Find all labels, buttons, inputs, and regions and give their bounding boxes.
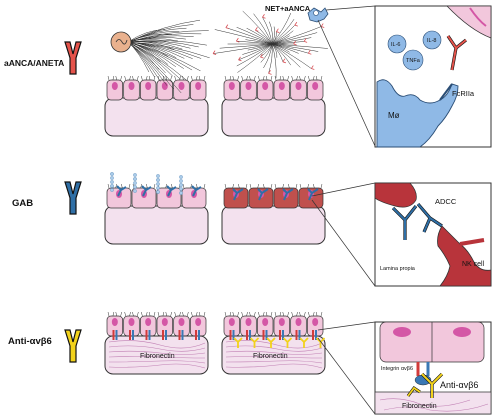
cell-nucleus — [178, 82, 185, 90]
cell-nucleus — [111, 82, 118, 90]
anti-avb6-antibody — [266, 337, 276, 348]
anti-avb6-antibody — [249, 337, 260, 348]
zoom-box-row1 — [374, 5, 492, 148]
receptor-label: FcRIIa — [452, 89, 475, 98]
antibody-icon-blue — [64, 181, 82, 215]
cell-nucleus — [111, 318, 118, 326]
macrophage-small-icon — [307, 7, 329, 23]
fibronectin-right-label: Fibronectin — [253, 353, 288, 360]
cell-nucleus — [295, 82, 302, 90]
macrophage-label: Mø — [388, 111, 400, 120]
row-aanca: NET+aANCA IL-6 IL-8 TNFa Mø FcRIIa — [64, 4, 492, 148]
aanca-aneta-label: aANCA/ANETA — [4, 58, 64, 68]
cell-nucleus — [145, 82, 152, 90]
net-with-aanca — [212, 10, 328, 79]
epithelium-right-row3 — [221, 311, 326, 375]
cell-nucleus — [178, 318, 185, 326]
cell-nucleus — [245, 318, 252, 326]
cell-nucleus — [312, 318, 319, 326]
cell-nucleus — [145, 318, 152, 326]
anti-avb6-row-label: Anti-αvβ6 — [8, 336, 52, 347]
cytokine-il8: IL-8 — [427, 38, 436, 44]
cell-nucleus — [262, 82, 269, 90]
epithelium-right-row2 — [221, 183, 326, 245]
cytokine-il6: IL-6 — [391, 42, 400, 48]
gab-label: GAB — [12, 198, 33, 209]
gab-antibody — [232, 188, 244, 201]
epithelial-cell — [139, 79, 157, 101]
cell-nucleus — [195, 82, 202, 90]
lamina-propia-label: Lamina propia — [380, 266, 416, 272]
anti-avb6-antibody — [299, 337, 309, 348]
cell-nucleus — [245, 82, 252, 90]
row-anti-avb6: Anti-αvβ6 Fibronectin Fibronectin Integr… — [8, 311, 492, 415]
cell-nucleus — [228, 82, 235, 90]
adcc-label: ADCC — [435, 197, 457, 206]
zoom-fibronectin-label: Fibronectin — [402, 403, 437, 410]
neutrophil-icon — [110, 19, 210, 94]
nk-cell-label: NK cell — [462, 261, 485, 268]
row-gab: GAB ADCC Lamina propia NK cell — [12, 172, 492, 287]
gab-antibody — [257, 188, 269, 201]
epithelium-left-row1 — [104, 75, 209, 137]
cell-nucleus — [312, 82, 319, 90]
epithelium-left-row2 — [104, 172, 209, 245]
zoom-box-row2 — [374, 182, 492, 287]
gab-antibody — [191, 185, 202, 197]
gab-antibody — [116, 185, 127, 197]
net-label: NET+aANCA — [265, 4, 311, 13]
cell-nucleus — [128, 82, 135, 90]
zoom-box-row3 — [374, 321, 492, 415]
gab-antibody — [141, 185, 152, 197]
epithelial-cell — [306, 79, 324, 101]
integrin-label: Integrin αvβ6 — [381, 366, 413, 372]
cell-nucleus — [278, 82, 285, 90]
cell-nucleus — [278, 318, 285, 326]
antibody-icon-red — [64, 41, 82, 75]
gab-antibody — [166, 185, 177, 197]
cell-nucleus — [161, 318, 168, 326]
anti-avb6-antibody — [315, 337, 326, 348]
anti-avb6-antibody — [282, 337, 293, 348]
cytokine-tnfa: TNFa — [406, 58, 421, 64]
gab-antibody — [282, 188, 294, 201]
cell-nucleus — [295, 318, 302, 326]
epithelial-cell — [189, 79, 207, 101]
epithelial-cell — [256, 79, 274, 101]
fibronectin-left-label: Fibronectin — [140, 353, 175, 360]
cell-nucleus — [161, 82, 168, 90]
epithelium-left-row3 — [104, 311, 209, 375]
zoom-antibody-label: Anti-αvβ6 — [440, 380, 478, 390]
cell-nucleus — [262, 318, 269, 326]
anti-avb6-antibody — [233, 337, 243, 348]
antibody-icon-yellow — [64, 329, 82, 363]
gab-antibody — [307, 188, 319, 201]
cell-nucleus — [195, 318, 202, 326]
cell-nucleus — [128, 318, 135, 326]
epithelium-right-row1 — [221, 75, 326, 137]
cell-nucleus — [228, 318, 235, 326]
